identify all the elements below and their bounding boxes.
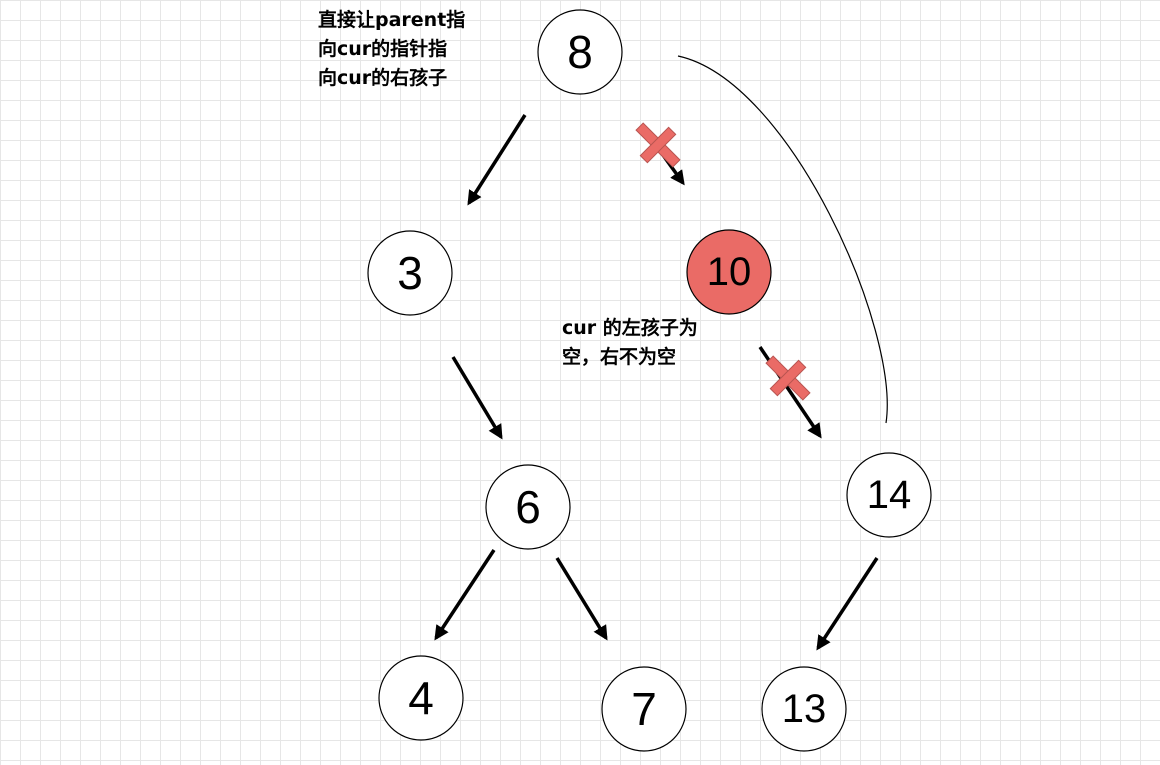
svg-text:14: 14 (867, 473, 912, 517)
svg-text:7: 7 (631, 683, 657, 735)
tree-node-13: 13 (761, 666, 847, 752)
tree-node-10-removed: 10 (686, 229, 772, 315)
svg-text:3: 3 (397, 247, 423, 299)
svg-text:4: 4 (408, 672, 434, 724)
edge-6-to-4 (434, 549, 496, 641)
tree-node-14: 14 (846, 452, 932, 538)
svg-text:13: 13 (782, 687, 827, 731)
tree-node-3: 3 (367, 230, 453, 316)
svg-text:8: 8 (567, 26, 593, 78)
cross-mark-icon (765, 355, 811, 401)
cross-mark-icon (635, 122, 681, 168)
tree-node-7: 7 (601, 666, 687, 752)
edge-14-to-13 (816, 557, 879, 651)
tree-node-8: 8 (537, 9, 623, 95)
tree-node-4: 4 (378, 655, 464, 741)
parent-pointer-note: 直接让parent指 向cur的指针指 向cur的右孩子 (318, 9, 466, 89)
curve-edge-8-to-14 (677, 55, 888, 424)
cur-children-note: cur 的左孩子为 空，右不为空 (562, 317, 698, 368)
edge-6-to-7 (555, 557, 608, 641)
svg-text:10: 10 (707, 250, 752, 294)
edge-8-to-3 (467, 114, 527, 206)
svg-text:6: 6 (515, 481, 541, 533)
edge-3-to-6 (451, 356, 503, 440)
tree-node-6: 6 (485, 464, 571, 550)
